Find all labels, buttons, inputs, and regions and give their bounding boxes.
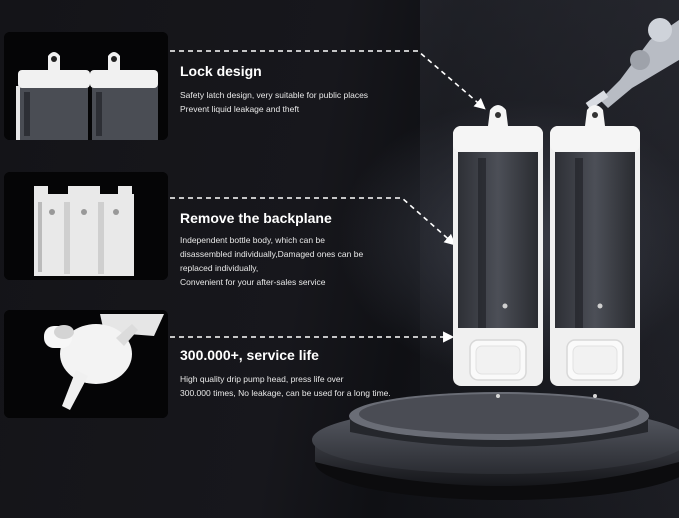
feature-title-service-life: 300.000+, service life	[180, 347, 319, 363]
feature-desc-line: 300.000 times, No leakage, can be used f…	[180, 388, 391, 398]
podium	[312, 392, 679, 500]
robot-arm	[585, 18, 679, 110]
backplane-thumbnail-image	[4, 172, 168, 280]
pump-head-thumbnail-image	[4, 310, 168, 418]
thumbnail-lock-design	[4, 32, 168, 140]
feature-desc-line: disassembled individually,Damaged ones c…	[180, 249, 364, 259]
feature-desc-line: High quality drip pump head, press life …	[180, 374, 344, 384]
feature-desc-service-life: High quality drip pump head, press life …	[180, 372, 391, 400]
lock-thumbnail-image	[4, 32, 168, 140]
dispenser-right	[550, 105, 640, 398]
thumbnail-backplane	[4, 172, 168, 280]
thumbnail-pump-head	[4, 310, 168, 418]
feature-desc-line: Prevent liquid leakage and theft	[180, 104, 300, 114]
feature-desc-line: Convenient for your after-sales service	[180, 277, 326, 287]
feature-desc-line: replaced individually,	[180, 263, 259, 273]
dispenser-left	[453, 105, 543, 398]
